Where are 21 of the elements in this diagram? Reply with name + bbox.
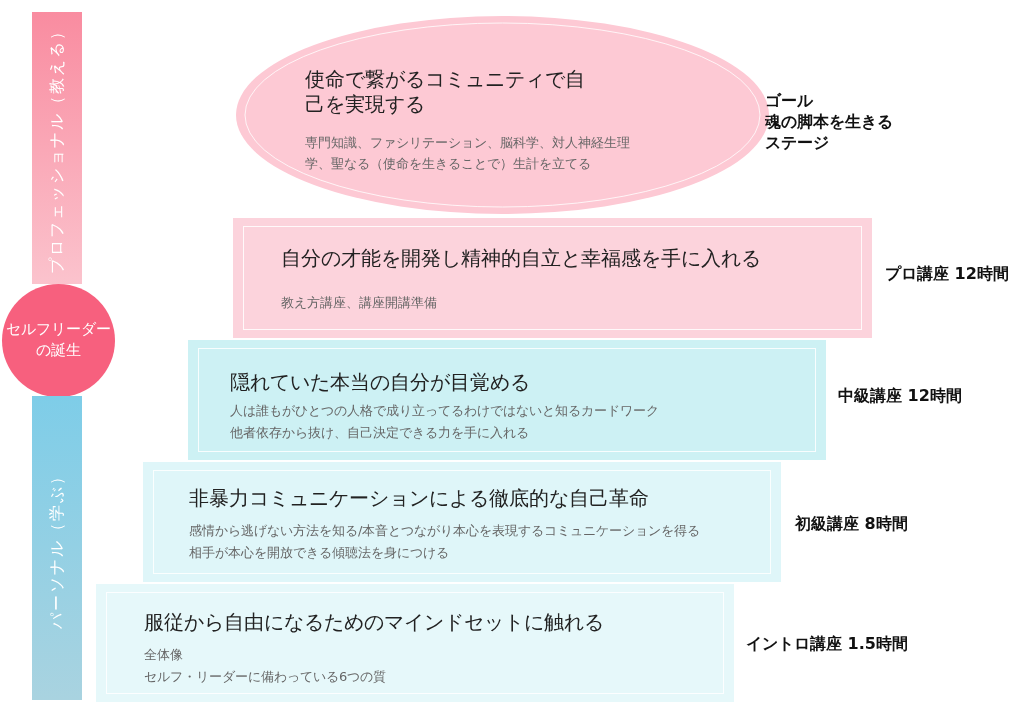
- course-label: プロ講座 12時間: [885, 264, 1009, 285]
- step-description: セルフ・リーダーに備わっている6つの質: [144, 668, 387, 686]
- step-description: 全体像: [144, 646, 183, 664]
- course-label: ゴール 魂の脚本を生きる ステージ: [765, 91, 893, 154]
- step-title: 服従から自由になるためのマインドセットに触れる: [144, 610, 605, 635]
- step-title: 非暴力コミュニケーションによる徹底的な自己革命: [189, 486, 650, 511]
- step-title: 自分の才能を開発し精神的自立と幸福感を手に入れる: [281, 246, 761, 271]
- course-label: 初級講座 8時間: [795, 514, 908, 535]
- step-title: 隠れていた本当の自分が目覚める: [230, 370, 531, 395]
- step-description: 感情から逃げない方法を知る/本音とつながり本心を表現するコミュニケーションを得る: [189, 522, 701, 540]
- band-label: プロフェッショナル（教える）: [46, 22, 67, 274]
- step-description: 他者依存から抜け、自己決定できる力を手に入れる: [230, 424, 529, 442]
- band-label: パーソナル（学ぶ）: [46, 467, 67, 629]
- step-description: 人は誰もがひとつの人格で成り立ってるわけではないと知るカードワーク: [230, 402, 659, 420]
- step-description: 教え方講座、講座開講準備: [281, 294, 437, 312]
- step-title: 使命で繋がるコミュニティで自己を実現する: [305, 67, 585, 117]
- circle-label: セルフリーダーの誕生: [5, 318, 112, 362]
- course-label: イントロ講座 1.5時間: [746, 634, 908, 655]
- step-description: 相手が本心を開放できる傾聴法を身につける: [189, 544, 449, 562]
- course-label: 中級講座 12時間: [838, 386, 962, 407]
- step-description: 専門知識、ファシリテーション、脳科学、対人神経生理学、聖なる（使命を生きることで）生計を立てる: [305, 134, 631, 173]
